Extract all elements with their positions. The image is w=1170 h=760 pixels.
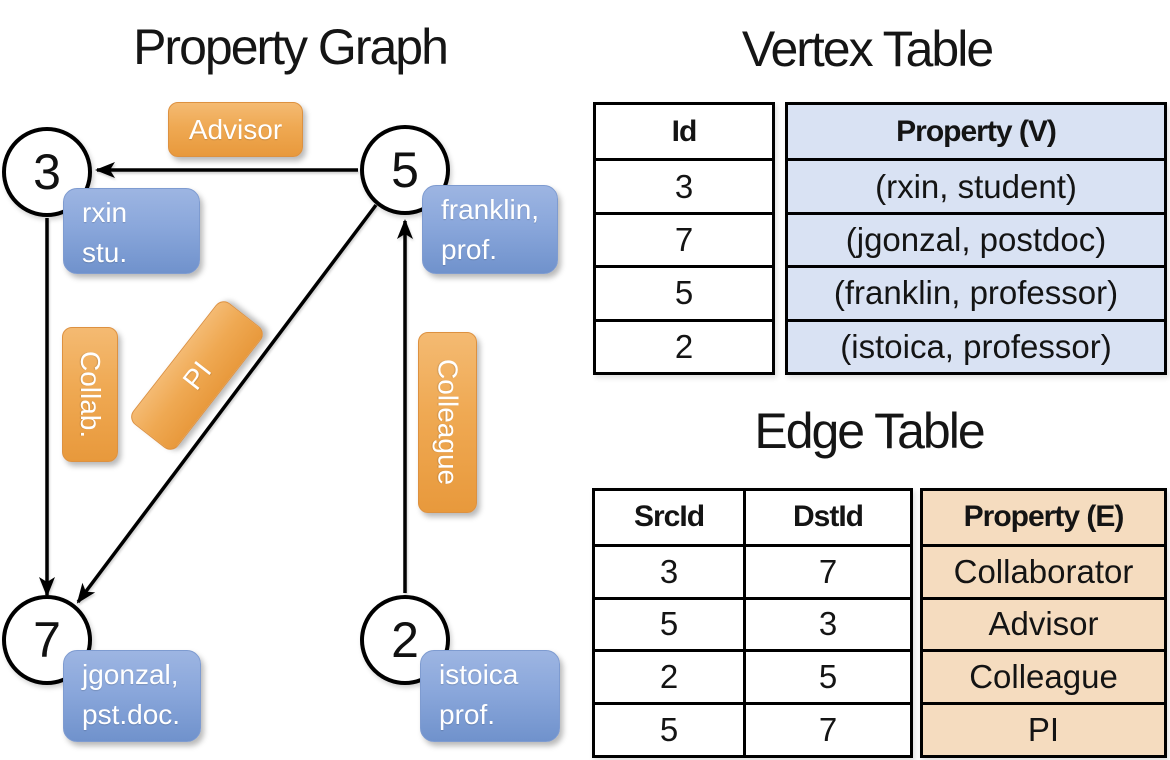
table-cell: 7 — [596, 211, 772, 265]
table-cell: 7 — [743, 702, 910, 755]
table-cell: Colleague — [923, 649, 1164, 702]
graph-node-5: 5 — [360, 125, 450, 215]
table-cell: 3 — [743, 596, 910, 650]
table-cell: 7 — [743, 543, 910, 597]
table-cell: (istoica, professor) — [788, 318, 1164, 372]
node-id-label: 2 — [391, 612, 419, 668]
edge-label-text: PI — [176, 355, 217, 396]
vertex-table-property-column: Property (V) (rxin, student) (jgonzal, p… — [785, 102, 1167, 375]
edge-label-colleague: Colleague — [418, 332, 477, 513]
table-cell: 3 — [595, 543, 743, 597]
node-id-label: 5 — [391, 142, 419, 198]
vertex-property-line: jgonzal, — [82, 659, 179, 690]
table-cell: 5 — [595, 596, 743, 650]
table-cell: (franklin, professor) — [788, 265, 1164, 318]
vertex-property-line: prof. — [439, 699, 496, 730]
vertex-property-line: prof. — [441, 234, 498, 265]
vertex-property-box-jgonzal: jgonzal, pst.doc. — [63, 650, 201, 742]
vertex-property-box-istoica: istoica prof. — [420, 650, 560, 742]
table-cell: 2 — [595, 649, 743, 702]
edge-label-text: Collab. — [75, 350, 106, 439]
table-cell: Collaborator — [923, 543, 1164, 597]
table-cell: 2 — [596, 318, 772, 372]
edge-label-advisor: Advisor — [168, 102, 303, 157]
edge-label-collab: Collab. — [62, 327, 118, 462]
table-cell: 3 — [596, 158, 772, 211]
vertex-property-box-rxin: rxin stu. — [63, 188, 200, 274]
vertex-property-line: rxin — [82, 197, 128, 228]
table-cell: (rxin, student) — [788, 158, 1164, 211]
table-cell: 5 — [743, 649, 910, 703]
edge-label-pi: PI — [127, 297, 267, 454]
vertex-table-id-column: Id 3 7 5 2 — [593, 102, 775, 375]
edge-table-srcid-header: SrcId — [633, 500, 705, 534]
edge-table-property-column: Property (E) Collaborator Advisor Collea… — [920, 488, 1167, 758]
edge-table-dstid-header: DstId — [743, 491, 910, 544]
edge-label-text: Advisor — [188, 113, 283, 145]
vertex-property-line: stu. — [82, 237, 128, 268]
vertex-property-line: franklin, — [441, 194, 540, 225]
table-cell: Advisor — [923, 596, 1164, 650]
table-cell: PI — [923, 702, 1164, 755]
vertex-table-property-header: Property (V) — [896, 114, 1057, 148]
property-graph-title: Property Graph — [133, 19, 449, 75]
vertex-property-line: istoica — [439, 659, 519, 690]
node-id-label: 3 — [33, 144, 61, 200]
edge-label-text: Colleague — [432, 359, 464, 486]
vertex-property-line: pst.doc. — [82, 699, 181, 730]
edge-table-id-columns: SrcId DstId 3 7 5 3 2 5 5 7 — [592, 488, 913, 758]
node-id-label: 7 — [33, 612, 61, 668]
table-cell: (jgonzal, postdoc) — [788, 211, 1164, 265]
graph-node-3: 3 — [2, 127, 92, 217]
vertex-property-box-franklin: franklin, prof. — [422, 185, 558, 274]
vertex-table-id-header: Id — [671, 114, 698, 148]
edge-table-property-header: Property (E) — [963, 500, 1125, 534]
edge-table-title: Edge Table — [754, 403, 985, 459]
table-cell: 5 — [595, 702, 743, 755]
vertex-table-title: Vertex Table — [741, 21, 994, 77]
table-cell: 5 — [596, 265, 772, 318]
